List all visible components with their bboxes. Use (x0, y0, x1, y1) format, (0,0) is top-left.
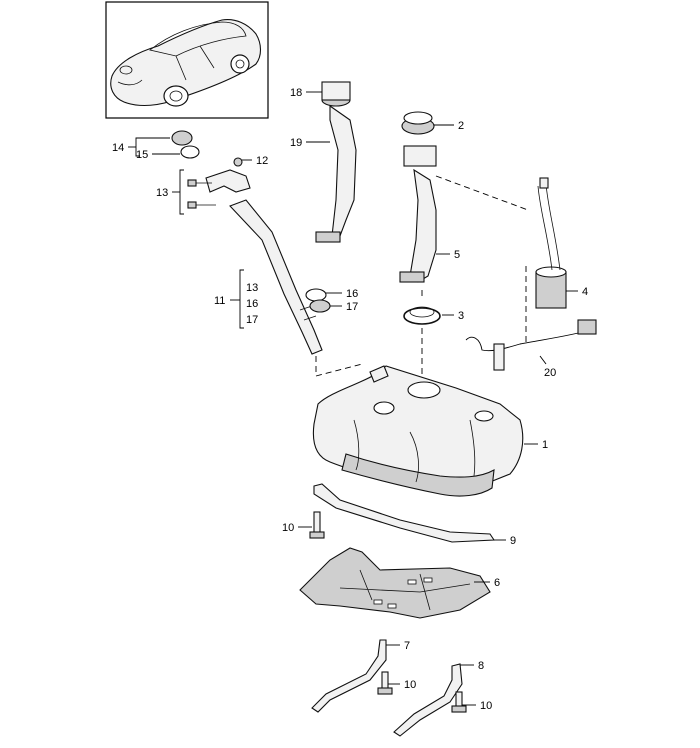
callout-16: 16 (346, 288, 358, 300)
mounting-strap-8 (393, 663, 463, 737)
fuel-tank (312, 365, 524, 497)
callout-19: 19 (290, 137, 302, 149)
callout-20: 20 (544, 367, 556, 379)
callout-11-13: 13 (246, 282, 258, 294)
callouts: 1 2 3 4 5 6 7 8 9 10 10 10 11 13 16 17 1… (112, 87, 588, 712)
tank-strap (313, 483, 495, 543)
wiring-harness (465, 319, 597, 371)
heat-shield (299, 547, 491, 619)
callout-7: 7 (404, 640, 410, 652)
bolt-10-a (309, 511, 325, 539)
fuel-filter (535, 177, 567, 309)
callout-10b: 10 (404, 679, 416, 691)
callout-13: 13 (156, 187, 168, 199)
callout-1: 1 (542, 439, 548, 451)
callout-5: 5 (454, 249, 460, 261)
callout-10a: 10 (282, 522, 294, 534)
callout-4: 4 (582, 286, 588, 298)
filler-cap (171, 130, 200, 159)
bolt-10-c (451, 691, 467, 713)
callout-14: 14 (112, 142, 124, 154)
vehicle-thumbnail (105, 1, 269, 119)
callout-18: 18 (290, 87, 302, 99)
fuel-pump-unit (399, 145, 437, 283)
callout-8: 8 (478, 660, 484, 672)
callout-17: 17 (346, 301, 358, 313)
mounting-strap-7 (311, 639, 387, 713)
callout-15: 15 (136, 149, 148, 161)
callout-10c: 10 (480, 700, 492, 712)
fuel-level-sender (315, 81, 357, 243)
assembly-line-pump-filter (435, 175, 529, 211)
gasket (403, 306, 441, 325)
leader-lines (128, 91, 578, 706)
filler-neck-pipe (229, 199, 323, 355)
callout-12: 12 (256, 155, 268, 167)
callout-2: 2 (458, 120, 464, 132)
bolt-10-b (377, 671, 393, 695)
callout-11: 11 (214, 295, 225, 307)
seals-16-17 (305, 288, 331, 313)
lock-ring (401, 111, 435, 135)
callout-6: 6 (494, 577, 500, 589)
filler-bracket (187, 157, 251, 209)
assembly-line-neck-tank (315, 356, 363, 377)
callout-11-16: 16 (246, 298, 258, 310)
callout-11-17: 17 (246, 314, 258, 326)
callout-9: 9 (510, 535, 516, 547)
callout-3: 3 (458, 310, 464, 322)
